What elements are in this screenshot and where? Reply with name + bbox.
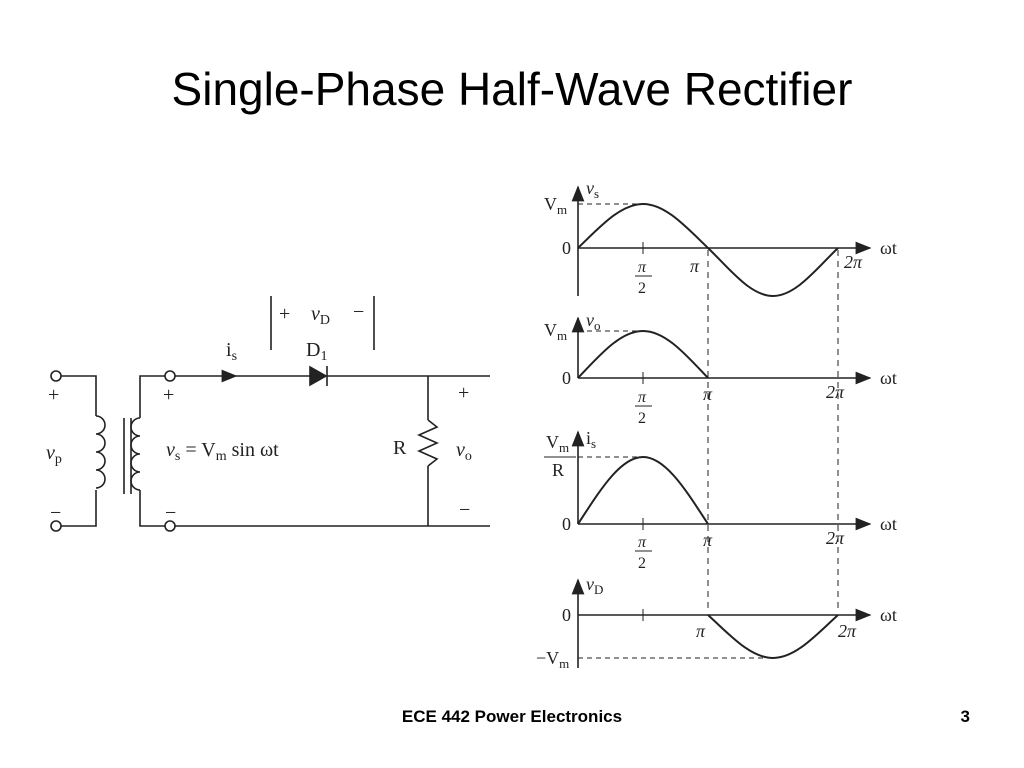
vd-axis-label: vD [586,574,603,597]
plot-vs [571,185,872,298]
diagram: + − vp + − + vD − is D1 vs = Vm sin ωt R… [46,178,897,671]
waveform-labels: vs Vm 0 ωt π 2 π 2π vo Vm 0 ωt π 2 π 2π … [536,178,897,671]
output-plus: + [458,382,469,404]
is-curve [577,455,709,525]
circuit-diagram [50,296,490,532]
footer-course-title: ECE 442 Power Electronics [401,707,623,726]
vs-curve [577,202,839,298]
vd-two-pi-label: 2π [838,621,857,641]
vo-axis-label: vo [586,310,601,333]
is-axis-label: is [586,428,596,451]
diode-name-label: D1 [306,339,327,364]
circuit-labels: + − vp + − + vD − is D1 vs = Vm sin ωt R… [46,301,472,524]
vo-vm-label: Vm [544,320,567,343]
vs-half-pi-num: π [638,259,647,276]
vo-curve [577,329,709,379]
vo-two-pi-label: 2π [826,382,845,402]
primary-plus: + [48,384,59,406]
source-equation: vs = Vm sin ωt [166,439,279,464]
diode-symbol [309,365,328,387]
vo-pi-label: π [703,384,713,404]
secondary-terminal-top [164,370,176,382]
vo-half-pi-num: π [638,389,647,406]
plot-vo [571,316,872,385]
footer-page-number: 3 [960,707,970,726]
vs-half-pi-den: 2 [638,280,646,297]
vd-wt-label: ωt [880,605,897,625]
plot-is [571,430,872,531]
secondary-plus: + [163,384,174,406]
vs-two-pi-label: 2π [844,252,863,272]
vs-vm-label: Vm [544,194,567,217]
is-pi-label: π [703,530,713,550]
is-wt-label: ωt [880,514,897,534]
is-vm-label: Vm [546,432,569,455]
vo-zero-label: 0 [562,368,571,388]
is-half-pi-den: 2 [638,555,646,572]
primary-wire [61,375,97,527]
vs-wt-label: ωt [880,238,897,258]
is-two-pi-label: 2π [826,528,845,548]
resistor-label: R [393,437,407,459]
is-half-pi-num: π [638,534,647,551]
slide-title: Single-Phase Half-Wave Rectifier [171,63,853,115]
primary-voltage-label: vp [46,442,62,467]
diode-minus: − [353,301,364,323]
is-zero-label: 0 [562,514,571,534]
diode-plus: + [279,303,290,325]
vo-wt-label: ωt [880,368,897,388]
vd-curve [707,614,839,660]
is-r-label: R [552,460,564,480]
primary-terminal-top [50,370,62,382]
vo-half-pi-den: 2 [638,410,646,427]
primary-minus: − [50,502,61,524]
diode-voltage-label: vD [311,303,330,328]
current-label: is [226,339,237,364]
vs-axis-label: vs [586,178,599,201]
resistor-symbol [417,419,439,467]
vd-zero-label: 0 [562,605,571,625]
secondary-minus: − [165,502,176,524]
plot-vd [571,578,872,668]
vd-pi-label: π [696,621,706,641]
output-minus: − [459,499,470,521]
primary-winding [95,415,106,489]
waveform-plots [571,185,872,668]
vs-zero-label: 0 [562,238,571,258]
secondary-winding [130,417,141,491]
vs-pi-label: π [690,256,700,276]
secondary-wire [139,375,165,527]
vd-neg-vm-label: −Vm [536,648,569,671]
output-voltage-label: vo [456,439,472,464]
